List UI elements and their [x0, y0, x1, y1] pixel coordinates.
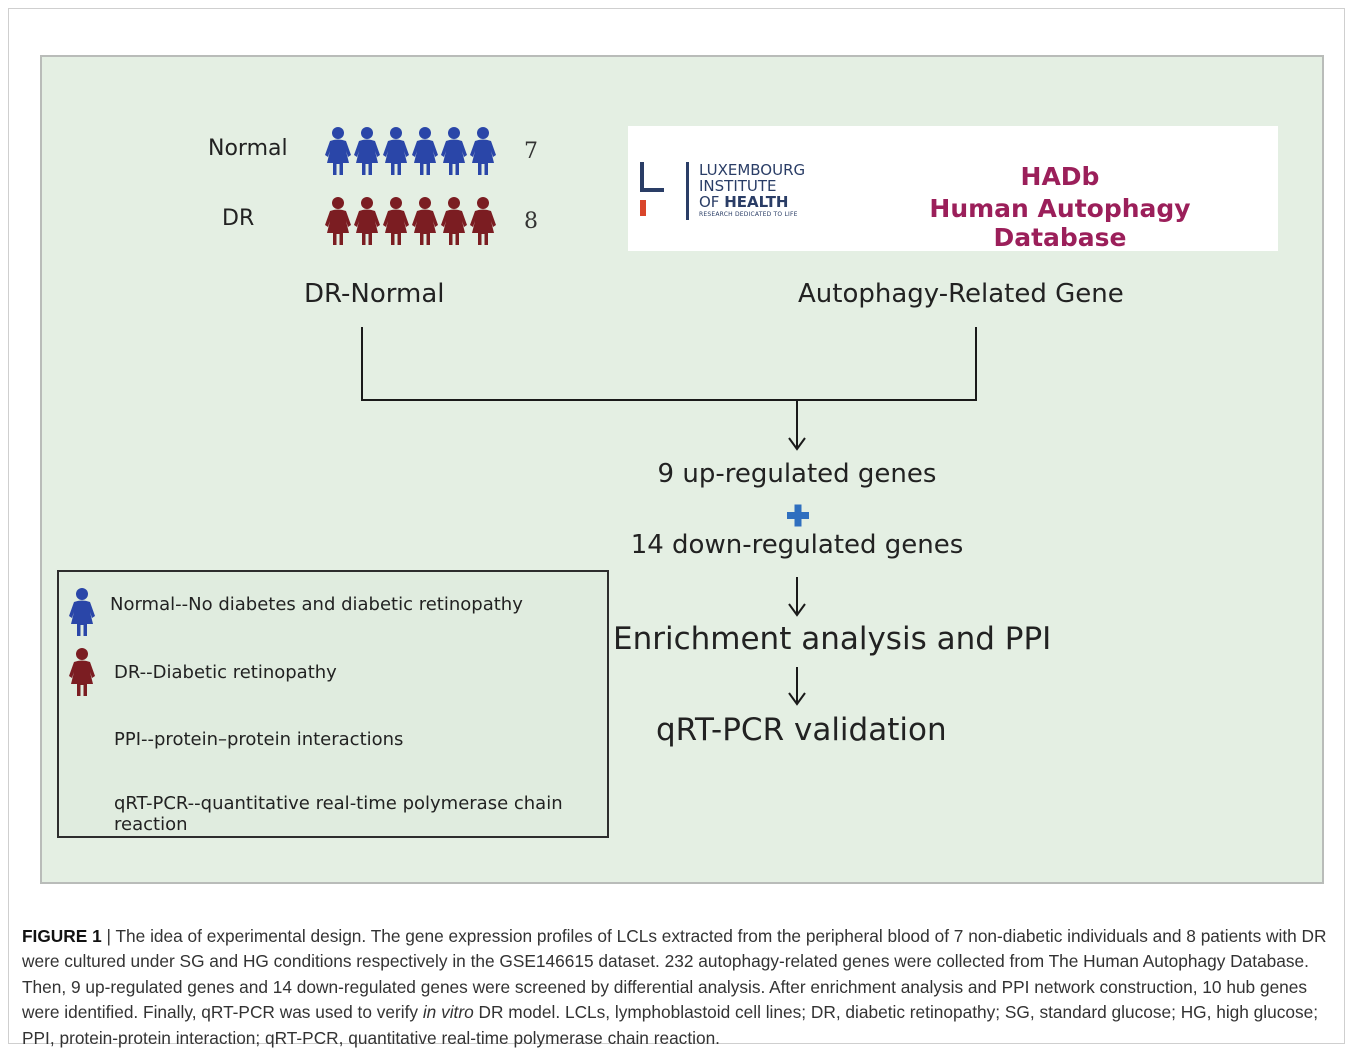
figure-frame — [8, 8, 1345, 1044]
group-count-dr: 8 — [524, 209, 538, 234]
heading-dr-normal: DR-Normal — [304, 279, 445, 309]
heading-autophagy-gene: Autophagy-Related Gene — [798, 279, 1124, 309]
legend-qrt-text: qRT-PCR--quantitative real-time polymera… — [114, 793, 563, 835]
lih-logo-mark — [640, 162, 664, 216]
dr-person-icon — [470, 197, 496, 245]
normal-person-icon — [354, 127, 380, 175]
normal-person-icon — [441, 127, 467, 175]
hadb-subtitle: Human Autophagy Database — [929, 194, 1191, 252]
merge-bracket — [361, 327, 977, 401]
down-regulated-genes: 14 down-regulated genes — [630, 530, 964, 560]
lih-line3-prefix: OF — [699, 193, 725, 211]
dr-person-icon — [354, 197, 380, 245]
normal-person-icon — [325, 127, 351, 175]
dr-person-icon — [325, 197, 351, 245]
enrichment-analysis: Enrichment analysis and PPI — [613, 621, 1052, 657]
dr-person-icon — [383, 197, 409, 245]
normal-person-icon — [69, 588, 95, 636]
lih-line1: LUXEMBOURG — [699, 161, 806, 179]
legend-normal-person-icon — [69, 588, 95, 636]
dr-person-icon — [69, 648, 95, 696]
caption-text-part2: DR model. LCLs, lymphoblastoid cell line… — [22, 1002, 1319, 1048]
lih-line2: INSTITUTE — [699, 177, 777, 195]
lih-divider — [686, 162, 689, 220]
arrow-to-genes-head — [788, 437, 806, 451]
arrow-to-validation-head — [788, 692, 806, 706]
group-label-dr: DR — [222, 206, 255, 231]
legend-box: Normal--No diabetes and diabetic retinop… — [57, 570, 609, 838]
qrt-pcr-validation: qRT-PCR validation — [656, 712, 947, 748]
plus-icon — [787, 504, 809, 527]
figure-caption: FIGURE 1 | The idea of experimental desi… — [22, 924, 1337, 1051]
caption-label: FIGURE 1 — [22, 926, 102, 946]
flow-connectors — [361, 327, 977, 706]
normal-person-icon — [383, 127, 409, 175]
caption-text-italic: in vitro — [422, 1002, 474, 1023]
legend-dr-text: DR--Diabetic retinopathy — [114, 662, 337, 683]
dr-person-icon — [412, 197, 438, 245]
dr-people-icons — [325, 197, 496, 245]
normal-person-icon — [412, 127, 438, 175]
normal-people-icons — [325, 127, 496, 175]
caption-separator: | — [101, 926, 116, 946]
up-regulated-genes: 9 up-regulated genes — [657, 459, 937, 489]
arrow-to-enrichment-head — [788, 603, 806, 617]
lih-tagline: RESEARCH DEDICATED TO LIFE — [699, 211, 798, 218]
dr-person-icon — [441, 197, 467, 245]
lih-line3-bold: HEALTH — [724, 193, 789, 211]
group-label-normal: Normal — [208, 136, 288, 161]
normal-person-icon — [470, 127, 496, 175]
hadb-title: HADb — [1020, 162, 1100, 191]
hadb-logo-box: LUXEMBOURG INSTITUTE OF HEALTH RESEARCH … — [628, 126, 1278, 252]
caption-text-part1: The idea of experimental design. The gen… — [22, 926, 1327, 1023]
legend-ppi-text: PPI--protein–protein interactions — [114, 729, 404, 750]
lih-institute-name: LUXEMBOURG INSTITUTE OF HEALTH RESEARCH … — [699, 162, 805, 220]
legend-normal-text: Normal--No diabetes and diabetic retinop… — [110, 594, 523, 615]
legend-dr-person-icon — [69, 648, 95, 696]
lih-line3: OF HEALTH — [699, 194, 805, 210]
group-count-normal: 7 — [524, 139, 538, 164]
